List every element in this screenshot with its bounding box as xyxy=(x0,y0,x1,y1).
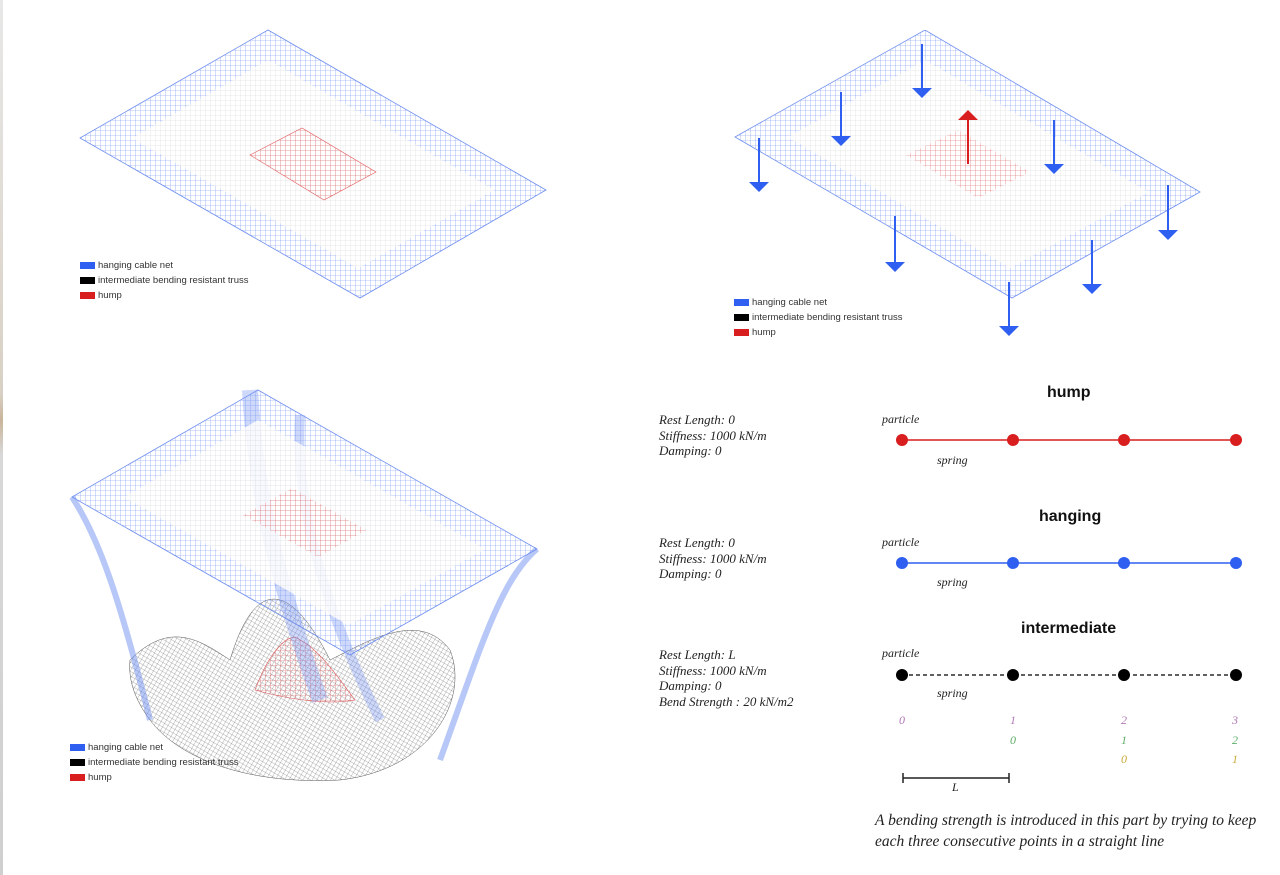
hanging-spring-chain xyxy=(896,557,1242,569)
spring-label: spring xyxy=(937,575,968,589)
spring-label: spring xyxy=(937,453,968,467)
spring-label: spring xyxy=(937,686,968,700)
hump-params: Rest Length: 0 Stiffness: 1000 kN/m Damp… xyxy=(659,412,767,458)
index-row2-2: 2 xyxy=(1232,733,1238,747)
intermediate-params: Rest Length: L Stiffness: 1000 kN/m Damp… xyxy=(659,647,794,709)
page-edge xyxy=(0,0,3,875)
particle-label: particle xyxy=(882,535,920,549)
legend-item-hanging: hanging cable net xyxy=(734,295,903,310)
intermediate-spring-chain xyxy=(896,669,1242,681)
legend-item-hanging: hanging cable net xyxy=(70,740,239,755)
index-row1-3: 3 xyxy=(1232,713,1238,727)
hanging-params: Rest Length: 0 Stiffness: 1000 kN/m Damp… xyxy=(659,535,767,581)
length-dimension xyxy=(902,773,1010,783)
hump-spring-chain xyxy=(896,434,1242,446)
index-row1-2: 2 xyxy=(1121,713,1127,727)
index-row3-1: 1 xyxy=(1232,752,1238,766)
legend-top-right: hanging cable net intermediate bending r… xyxy=(734,295,903,340)
legend-item-truss: intermediate bending resistant truss xyxy=(734,310,903,325)
loaded-net-diagram xyxy=(734,30,1201,336)
legend-item-truss: intermediate bending resistant truss xyxy=(80,273,249,288)
up-arrow-icon xyxy=(958,110,978,164)
index-row1-1: 1 xyxy=(1010,713,1016,727)
legend-bottom-left: hanging cable net intermediate bending r… xyxy=(70,740,239,785)
index-row3-0: 0 xyxy=(1121,752,1127,766)
flat-net-diagram xyxy=(79,29,547,299)
form-found-net-diagram xyxy=(69,389,539,781)
hump-region xyxy=(249,127,377,201)
section-title-hanging: hanging xyxy=(1039,508,1102,525)
index-row1-0: 0 xyxy=(899,713,905,727)
section-title-hump: hump xyxy=(1047,384,1091,401)
section-title-intermediate: intermediate xyxy=(1021,620,1117,637)
hump-surface xyxy=(254,637,356,703)
legend-item-hump: hump xyxy=(734,325,903,340)
length-label: L xyxy=(952,780,959,794)
caption: A bending strength is introduced in this… xyxy=(875,812,1257,850)
index-row2-0: 0 xyxy=(1010,733,1016,747)
legend-item-hump: hump xyxy=(70,770,239,785)
legend-top-left: hanging cable net intermediate bending r… xyxy=(80,258,249,303)
index-row2-1: 1 xyxy=(1121,733,1127,747)
legend-item-hump: hump xyxy=(80,288,249,303)
particle-label: particle xyxy=(882,412,920,426)
legend-item-truss: intermediate bending resistant truss xyxy=(70,755,239,770)
legend-item-hanging: hanging cable net xyxy=(80,258,249,273)
particle-label: particle xyxy=(882,646,920,660)
down-arrow-icon xyxy=(749,44,1178,336)
particle-dot xyxy=(896,434,908,446)
